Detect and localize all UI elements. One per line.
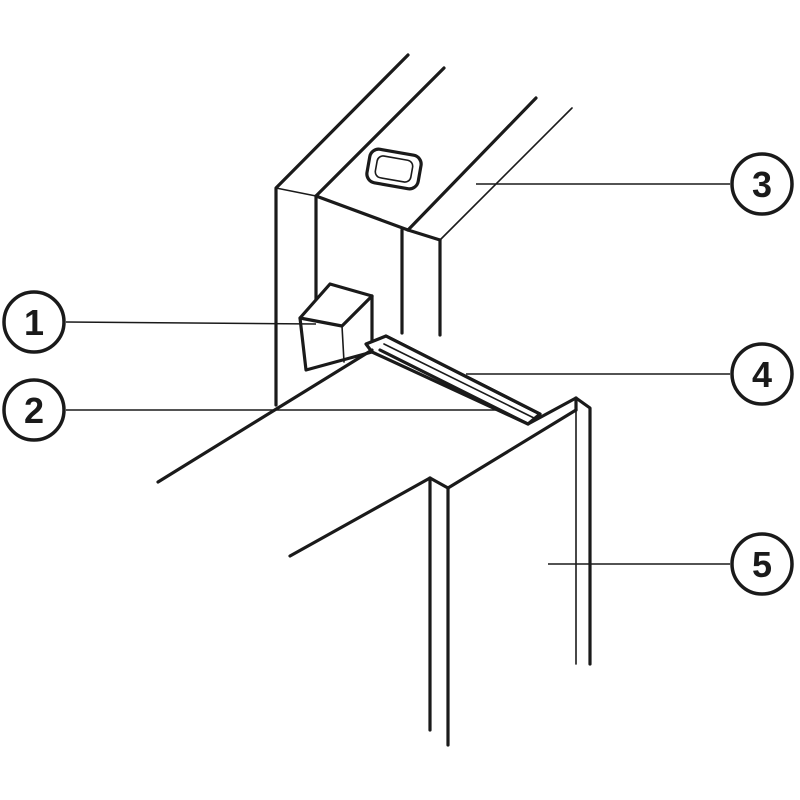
cabinet-frame <box>274 53 573 407</box>
frame-side-edge <box>439 107 573 241</box>
callout-circle-4 <box>730 342 794 406</box>
callout-label-1: 1 <box>24 302 44 343</box>
callout-2: 2 <box>2 378 66 442</box>
frame-front-top-edge <box>406 228 442 242</box>
panel-inner-edge <box>288 476 432 558</box>
clip-part <box>298 282 374 372</box>
leader-1 <box>65 321 317 325</box>
strip-lower-edge <box>378 348 530 426</box>
callout-5: 5 <box>730 532 794 596</box>
callout-label-2: 2 <box>24 390 44 431</box>
callout-label-3: 3 <box>752 164 772 205</box>
panel-front-top-edge <box>446 408 578 490</box>
strip-top-edge <box>384 334 542 416</box>
callout-circle-1 <box>2 290 66 354</box>
frame-inner-top-edge <box>314 66 446 198</box>
lower-panel <box>156 348 592 747</box>
top-slot-inner <box>374 155 414 183</box>
callout-circle-5 <box>730 532 794 596</box>
top-slot <box>365 147 423 191</box>
leader-lines <box>65 183 730 565</box>
callout-label-5: 5 <box>752 544 772 585</box>
panel-right-edge <box>526 396 592 666</box>
callout-1: 1 <box>2 290 66 354</box>
clip-front-edge <box>341 325 345 363</box>
callout-label-4: 4 <box>752 354 772 395</box>
frame-top-front-edge <box>314 194 410 232</box>
panel-corner <box>428 476 450 490</box>
panel-top-left-edge <box>156 348 374 484</box>
callout-4: 4 <box>730 342 794 406</box>
frame-rear-edge <box>406 96 538 232</box>
clip-body <box>298 282 374 372</box>
strip-groove <box>383 343 535 419</box>
callout-circle-3 <box>730 152 794 216</box>
callout-3: 3 <box>730 152 794 216</box>
callout-circle-2 <box>2 378 66 442</box>
frame-top-corner <box>275 187 317 197</box>
